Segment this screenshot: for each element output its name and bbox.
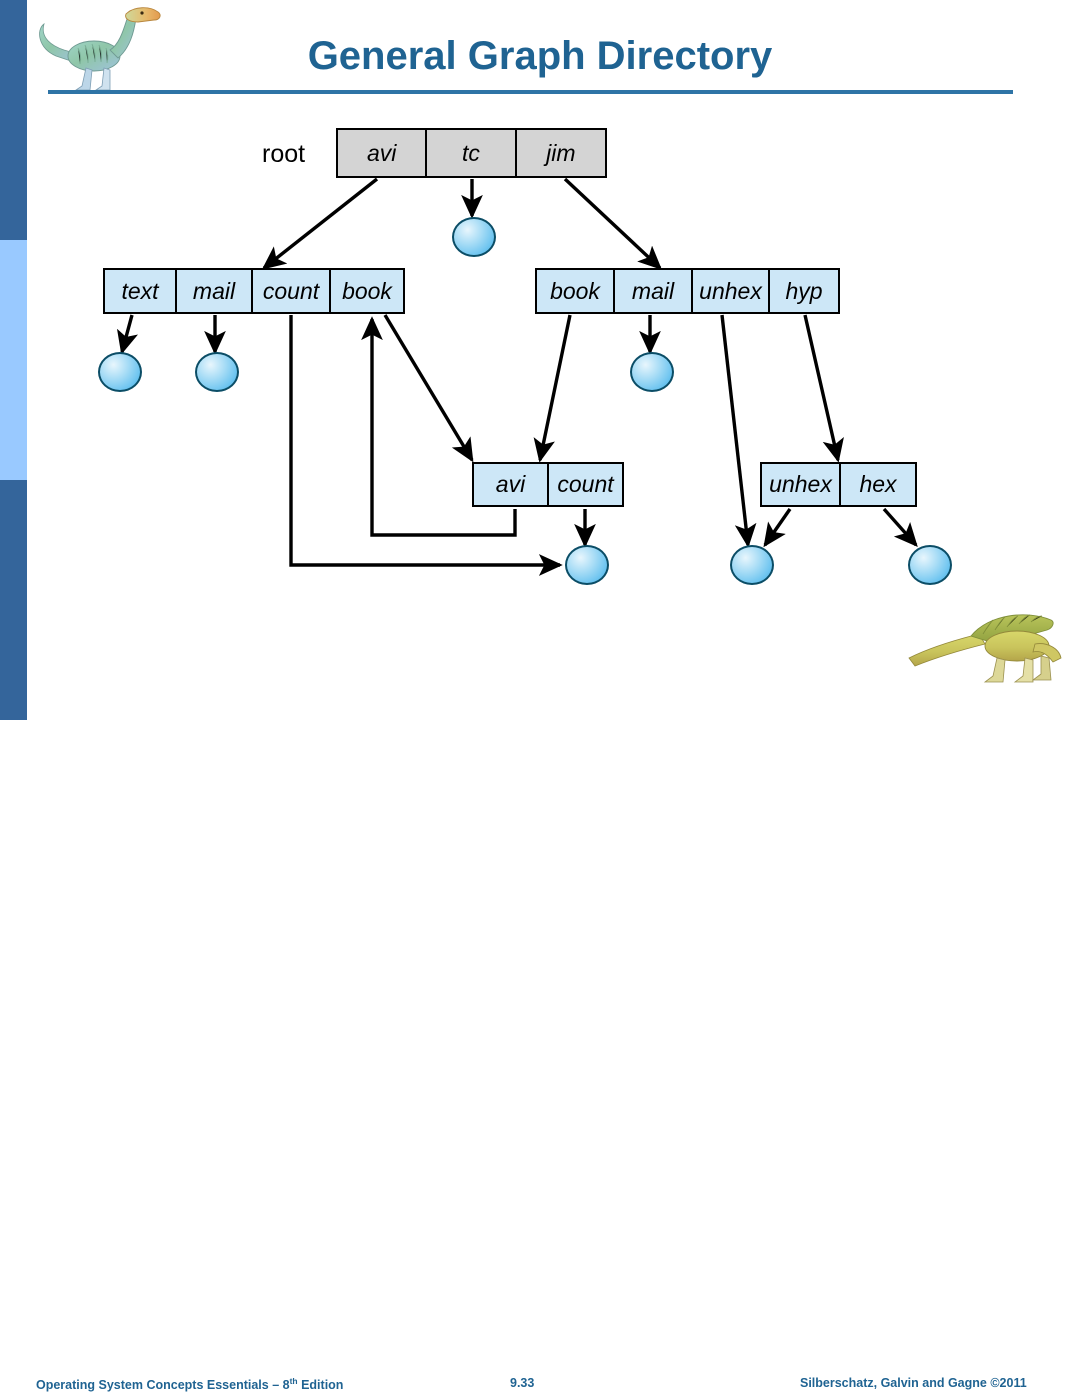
footer-slide-number: 9.33 [510,1376,535,1390]
count-cell-count[interactable]: count [557,471,614,497]
footer-copyright: Silberschatz, Galvin and Gagne ©2011 [800,1376,1027,1390]
avi-cell-count[interactable]: count [253,270,331,312]
sidebar-stripe-top [0,0,27,240]
sidebar-stripe-middle [0,240,27,480]
dinosaur-mascot-bottom-right [908,614,1062,683]
avi-cell-text[interactable]: text [105,270,177,312]
jim-cell-unhex[interactable]: unhex [693,270,770,312]
footer-edition-suffix: Edition [297,1378,344,1392]
directory-edges [116,177,918,576]
title-divider [48,90,1013,94]
sidebar-stripe-bottom [0,480,27,720]
unhex-cell-unhex[interactable]: unhex [762,464,841,505]
slide-footer: Operating System Concepts Essentials – 8… [0,676,1080,1392]
unhex-cell-hex[interactable]: hex [859,471,897,497]
count-cell-avi[interactable]: avi [474,464,549,505]
avi-directory-box[interactable]: text mail count book [103,268,405,314]
avi-cell-mail[interactable]: mail [177,270,253,312]
file-leaf-node[interactable] [630,352,674,392]
file-leaf-node[interactable] [195,352,239,392]
root-cell-jim[interactable]: jim [546,139,576,166]
page-title: General Graph Directory [307,34,773,78]
file-leaf-node[interactable] [730,545,774,585]
dinosaur-mascot-top-left [39,7,161,91]
jim-cell-hyp[interactable]: hyp [785,277,823,304]
root-cell-tc[interactable]: tc [427,130,517,176]
footer-edition-ordinal: th [289,1376,298,1386]
avi-cell-book[interactable]: book [342,277,392,304]
unhex-directory-box[interactable]: unhex hex [760,462,917,507]
jim-cell-book[interactable]: book [537,270,615,312]
footer-edition-prefix: – 8 [268,1378,290,1392]
general-graph-directory-diagram: root avi tc jim text mail count book boo… [0,0,1080,660]
footer-book-title: Operating System Concepts Essentials – 8… [36,1376,343,1392]
root-cell-avi[interactable]: avi [338,130,428,176]
jim-directory-box[interactable]: book mail unhex hyp [535,268,840,314]
root-label: root [262,140,306,168]
jim-cell-mail[interactable]: mail [615,270,693,312]
file-leaf-node[interactable] [452,217,496,257]
file-leaf-node[interactable] [98,352,142,392]
footer-book-title-main: Operating System Concepts Essentials [36,1378,269,1392]
count-directory-box[interactable]: avi count [472,462,624,507]
file-leaf-node[interactable] [565,545,609,585]
root-directory-box[interactable]: avi tc jim [336,128,607,178]
file-leaf-node[interactable] [908,545,952,585]
